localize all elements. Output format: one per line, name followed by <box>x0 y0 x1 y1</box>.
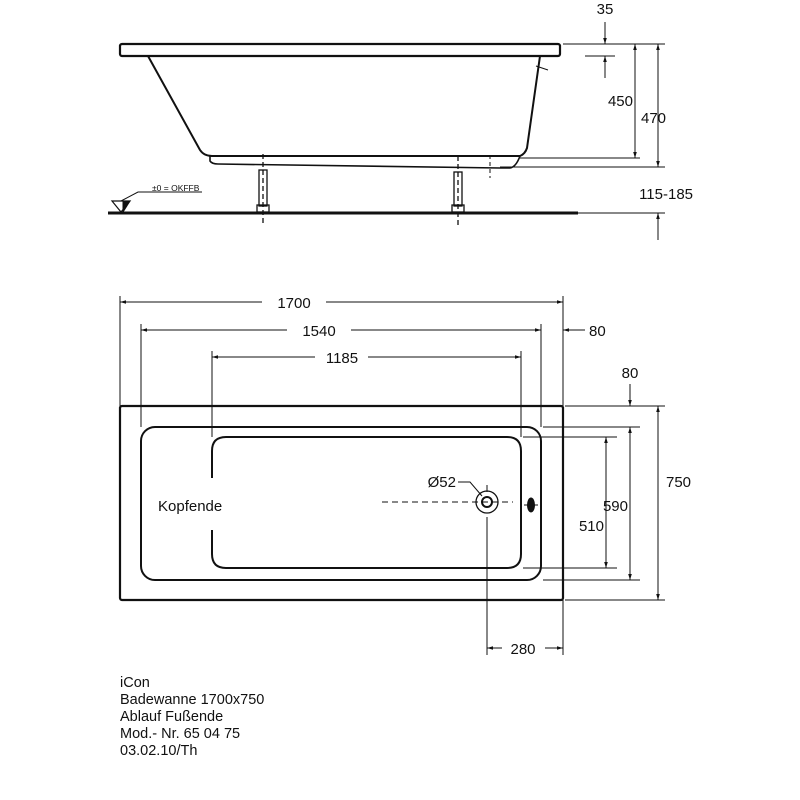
top-view <box>118 296 665 655</box>
drain-inner <box>481 496 493 508</box>
drain-position: Ablauf Fußende <box>120 709 224 725</box>
floor-level-label: ±0 = OKFFB <box>152 183 200 193</box>
model-number: Mod.- Nr. 65 04 75 <box>120 726 241 742</box>
foot-right <box>451 156 465 225</box>
dim-rim-thickness: 35 <box>597 1 614 18</box>
product-name: iCon <box>120 675 150 691</box>
dim-rim-end: 80 <box>589 323 606 340</box>
tub-body <box>147 55 541 157</box>
title-block: iCon Badewanne 1700x750 Ablauf Fußende M… <box>120 675 264 760</box>
dim-rim-side: 80 <box>622 365 639 382</box>
dim-width: 750 <box>666 474 691 491</box>
dim-drain-offset: 280 <box>510 641 535 658</box>
floor-level-leader <box>120 191 202 202</box>
tub-rim <box>118 42 562 58</box>
side-dimension-lines <box>500 22 665 240</box>
dim-inner-length: 1540 <box>302 323 335 340</box>
drain-leader <box>458 481 483 497</box>
floor-level-symbol-fill <box>122 200 131 214</box>
head-end-label: Kopfende <box>158 498 222 515</box>
side-view <box>108 22 665 240</box>
dim-inner-width: 590 <box>603 498 628 515</box>
drawing-date: 03.02.10/Th <box>120 743 198 759</box>
tub-base <box>209 155 521 169</box>
foot-left <box>256 154 270 225</box>
dim-floor-length: 1185 <box>326 350 358 367</box>
dim-length: 1700 <box>277 295 310 312</box>
top-dimension-lines <box>119 296 665 655</box>
product-description: Badewanne 1700x750 <box>120 692 265 708</box>
dim-inner-depth: 450 <box>608 93 633 110</box>
tub-outline <box>118 404 565 602</box>
basin-floor <box>211 436 522 569</box>
dim-floor-width: 510 <box>579 518 604 535</box>
drain-diameter-label: Ø52 <box>428 474 456 491</box>
rim-mark <box>535 65 549 71</box>
basin-rim <box>140 426 542 581</box>
dim-total-height: 470 <box>641 110 666 127</box>
dim-feet-height: 115-185 <box>639 186 693 203</box>
